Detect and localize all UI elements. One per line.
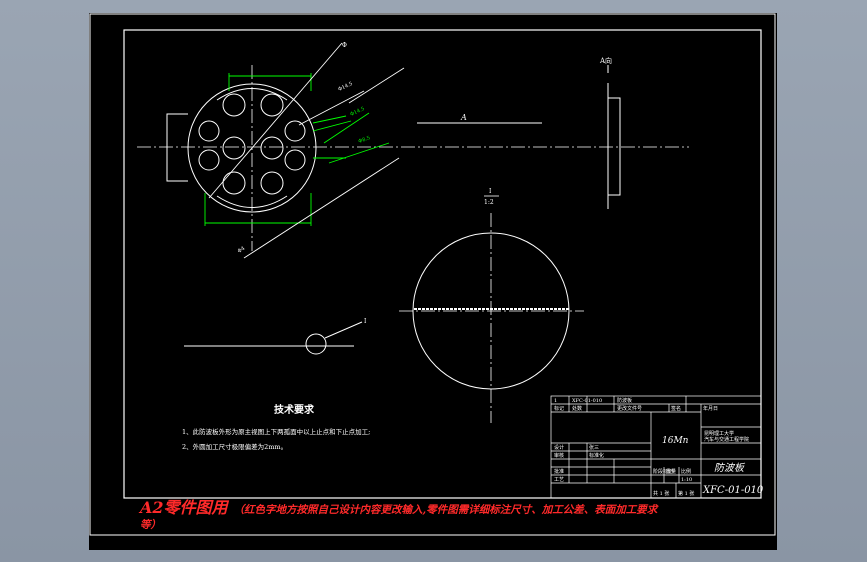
hole <box>222 93 246 117</box>
section-label: A <box>460 113 467 122</box>
tb-sheet-total: 共 1 张 <box>653 490 669 497</box>
dim-bottom <box>204 193 312 226</box>
tb-craft: 工艺 <box>554 477 564 483</box>
detail-circle <box>412 232 570 390</box>
tb-row-label: 标记 <box>554 405 564 412</box>
hole <box>222 136 246 160</box>
outer-frame <box>89 13 776 536</box>
dimension-lines <box>204 73 352 226</box>
leader-line <box>348 67 405 104</box>
tb-stage-mark: 阶段标记 <box>653 468 673 475</box>
tb-row-label: 年月日 <box>703 405 718 412</box>
tb-designer-name: 张三 <box>589 444 599 451</box>
detail-scale: 1:2 <box>484 199 494 206</box>
title-block-frame <box>550 395 762 499</box>
tb-row-label: 签名 <box>671 405 681 412</box>
tb-school: 昆明理工大学 <box>704 430 734 437</box>
caption-note: A2零件图用（红色字地方按照自己设计内容更改输入,零件图需详细标注尺寸、加工公差… <box>140 500 660 533</box>
left-dim-lines <box>166 113 188 182</box>
tb-material: 16Mn <box>662 436 689 446</box>
tb-ref-no: XFC-01-010 <box>572 398 602 404</box>
leader-line <box>208 42 343 199</box>
hole <box>260 136 284 160</box>
tb-part-name: 防波板 <box>714 462 746 474</box>
view-label-a: A向 <box>599 56 612 65</box>
detail-label: I <box>489 188 492 195</box>
side-view-a <box>607 65 621 209</box>
callout-circle <box>305 333 327 355</box>
hole <box>284 149 306 171</box>
centerlines <box>137 65 689 423</box>
hole <box>198 149 220 171</box>
cad-viewport[interactable]: Φ Φ14.5 Φ14.5 Φ8.5 Φ4 A A向 I 1:2 I 技术要求 … <box>89 13 777 550</box>
green-leaders <box>323 112 390 164</box>
caption-title: A2零件图用 <box>140 498 228 517</box>
leader-label: Φ <box>342 42 347 49</box>
hole <box>222 171 246 195</box>
tb-row-label: 处数 <box>572 405 582 412</box>
title-block-text: 1 XFC-01-010 防波板 标记 处数 更改文件号 签名 年月日 设计 张… <box>554 397 749 497</box>
dim-top <box>228 73 312 91</box>
dim-leader-c <box>312 120 352 132</box>
hole <box>260 93 284 117</box>
dim-leader-a <box>312 115 347 124</box>
caption-instructions: （红色字地方按照自己设计内容更改输入,零件图需详细标注尺寸、加工公差、表面加工要… <box>140 504 658 531</box>
engineering-drawing: Φ Φ14.5 Φ14.5 Φ8.5 Φ4 A A向 I 1:2 I 技术要求 … <box>89 13 776 536</box>
tb-part-no: XFC-01-010 <box>702 485 764 496</box>
leader-label: Φ8.5 <box>358 135 371 145</box>
leader-label: Φ4 <box>237 246 246 255</box>
leader-line <box>323 112 370 144</box>
title-block-grid <box>550 395 762 499</box>
leader-lines <box>208 42 405 259</box>
tb-approve: 批准 <box>554 468 564 475</box>
tech-req-line1: 1、此防波板外形为原主视图上下两孤面中以上止点和下止点加工; <box>182 427 370 436</box>
plate-side-profile <box>607 97 621 196</box>
tb-ratio: 比例 <box>681 468 691 475</box>
tb-scale: 1:10 <box>681 477 692 483</box>
leader-line <box>243 157 400 259</box>
hole <box>198 120 220 142</box>
hole <box>260 171 284 195</box>
leader-line <box>298 90 365 126</box>
tb-designer: 设计 <box>554 444 564 451</box>
leader-label: Φ14.5 <box>337 81 353 93</box>
callout-leader <box>324 321 363 339</box>
callout-label: I <box>364 318 367 325</box>
main-view <box>166 83 317 213</box>
tb-standardize: 标准化 <box>589 452 604 459</box>
tb-sheet-no: 第 1 张 <box>678 490 694 497</box>
tb-department: 汽车与交通工程学院 <box>704 436 749 443</box>
tb-part-name-top: 防波板 <box>617 397 632 404</box>
tb-weight: 重量 <box>666 468 676 475</box>
tb-check: 审核 <box>554 452 564 459</box>
tb-qty: 1 <box>554 398 557 404</box>
tech-req-line2: 2、外圆加工尺寸极限偏差为2mm。 <box>182 442 287 451</box>
hole <box>284 120 306 142</box>
inner-frame <box>123 29 762 499</box>
leader-label: Φ14.5 <box>349 106 365 118</box>
leader-line <box>328 142 390 164</box>
tb-row-label: 更改文件号 <box>617 405 642 412</box>
tech-req-title: 技术要求 <box>274 403 315 416</box>
